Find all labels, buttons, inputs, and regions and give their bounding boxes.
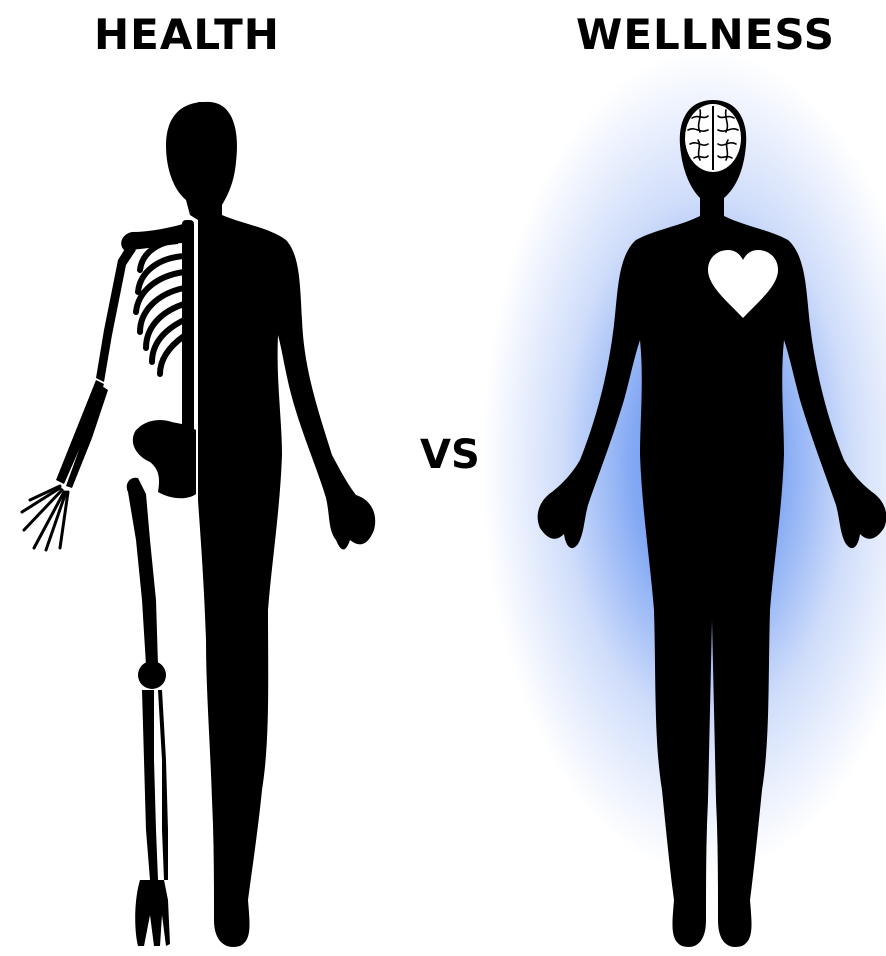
brain-icon bbox=[685, 104, 741, 172]
wellness-body-silhouette bbox=[538, 100, 886, 947]
health-body-silhouette bbox=[166, 102, 375, 947]
skeleton-icon bbox=[22, 220, 196, 946]
